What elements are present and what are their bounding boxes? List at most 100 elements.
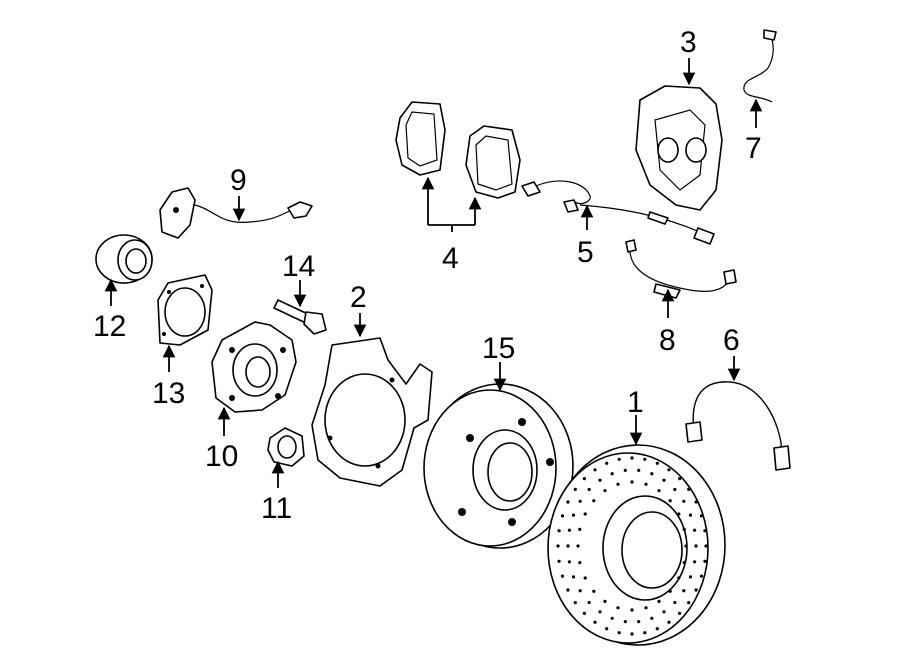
rotor-drill-hole <box>667 468 671 472</box>
rotor-drill-hole <box>557 529 561 533</box>
rotor-drill-hole <box>668 589 672 593</box>
rotor-drill-hole <box>677 576 681 580</box>
rotor-drill-hole <box>655 627 659 631</box>
rotor-drill-hole <box>571 575 576 579</box>
rotor-drill-hole <box>682 561 686 565</box>
rotor-drill-hole <box>576 544 580 548</box>
rotor-drill-hole <box>688 513 693 517</box>
rotor-drill-hole <box>667 620 671 624</box>
rotor-drill-hole <box>616 482 620 486</box>
rotor-drill-hole <box>630 480 634 484</box>
rotor-drill-hole <box>566 544 570 548</box>
rotor-drill-hole <box>682 589 686 593</box>
callout-13: 13 <box>152 377 185 410</box>
rotor-drill-hole <box>623 620 627 624</box>
wheel-hub <box>211 321 297 413</box>
rotor-drill-hole <box>688 575 693 579</box>
callout-15: 15 <box>482 332 515 365</box>
rotor-drill-hole <box>678 477 682 481</box>
rotor-drill-hole <box>637 620 641 624</box>
callout-5: 5 <box>577 236 594 269</box>
wheel-bearing <box>95 234 153 284</box>
pad-wear-sensor <box>521 180 715 245</box>
drilled-brake-rotor <box>547 444 726 646</box>
callout-4: 4 <box>442 242 459 275</box>
rotor-drill-hole <box>673 487 677 492</box>
rotor-drill-hole <box>694 500 698 504</box>
brake-hose <box>685 381 791 471</box>
rotor-drill-hole <box>677 512 681 516</box>
bearing-seal-plate <box>157 274 213 346</box>
rotor-drill-hole <box>687 601 691 605</box>
rotor-drill-hole <box>637 468 641 472</box>
rotor-drill-hole <box>583 512 587 516</box>
rotor-drill-hole <box>650 472 654 476</box>
callout-1: 1 <box>627 386 644 419</box>
rotor-drill-hole <box>694 544 698 548</box>
rotor-drill-hole <box>593 468 597 472</box>
callout-8: 8 <box>659 324 676 357</box>
callout-2: 2 <box>350 281 367 314</box>
brake-pad-set <box>395 101 521 199</box>
rotor-drill-hole <box>582 477 587 481</box>
splash-shield <box>311 337 433 487</box>
rotor-drill-hole <box>703 559 707 563</box>
rotor-drill-hole <box>610 616 614 620</box>
rotor-drill-hole <box>578 589 582 593</box>
rotor-drill-hole <box>630 608 634 612</box>
rotor-drill-hole <box>566 500 570 504</box>
callout-labels: 1 2 3 4 5 6 7 8 9 10 11 12 13 14 15 <box>93 26 762 525</box>
rotor-drill-hole <box>567 560 572 564</box>
rotor-drill-hole <box>682 527 686 532</box>
rotor-drill-hole <box>592 589 596 593</box>
rotor-drill-hole <box>578 527 582 532</box>
rotor-drill-hole <box>592 499 596 503</box>
rotor-drill-hole <box>643 457 647 461</box>
rotor-drill-hole <box>693 528 697 532</box>
rotor-drill-hole <box>617 631 621 635</box>
rotor-drill-hole <box>583 576 587 580</box>
rotor-drill-hole <box>704 544 708 548</box>
callout-14: 14 <box>282 250 315 283</box>
rotor-drill-hole <box>682 499 686 503</box>
rear-wear-sensor <box>625 239 737 299</box>
rotor-drill-hole <box>573 487 577 491</box>
rotor-drill-hole <box>630 456 634 460</box>
callout-12: 12 <box>93 310 126 343</box>
rotor-drill-hole <box>678 611 682 616</box>
brake-rotor <box>423 383 574 549</box>
brake-line <box>743 29 777 103</box>
rotor-drill-hole <box>644 606 648 610</box>
rotor-drill-hole <box>578 561 582 565</box>
callout-3: 3 <box>680 26 697 59</box>
rotor-drill-hole <box>662 478 666 482</box>
rotor-drill-hole <box>556 544 560 548</box>
rotor-drill-hole <box>643 631 647 635</box>
rotor-drill-hole <box>623 468 627 472</box>
rotor-drill-hole <box>557 559 561 563</box>
rotor-drill-hole <box>662 610 666 614</box>
rotor-drill-hole <box>650 616 654 620</box>
rotor-drill-hole <box>560 574 565 578</box>
rotor-drill-hole <box>567 528 572 532</box>
rotor-drill-hole <box>587 600 591 605</box>
rotor-drill-hole <box>699 574 704 578</box>
rotor-drill-hole <box>694 588 698 592</box>
rotor-drill-hole <box>573 601 577 605</box>
rotor-drill-hole <box>598 478 602 482</box>
hub-nut <box>267 427 305 467</box>
rotor-drill-hole <box>560 514 565 518</box>
rotor-drill-hole <box>616 606 620 610</box>
rotor-drill-hole <box>699 514 704 518</box>
rotor-drill-hole <box>603 599 607 604</box>
abs-wheel-speed-sensor <box>159 187 313 239</box>
rotor-drill-hole <box>593 620 597 624</box>
rotor-drill-hole <box>684 544 688 548</box>
wheel-stud <box>273 299 327 335</box>
rotor-drill-hole <box>644 482 648 486</box>
callout-7: 7 <box>745 132 762 165</box>
rotor-drill-hole <box>571 513 576 517</box>
rotor-drill-hole <box>655 461 659 465</box>
rotor-drill-hole <box>703 529 707 533</box>
